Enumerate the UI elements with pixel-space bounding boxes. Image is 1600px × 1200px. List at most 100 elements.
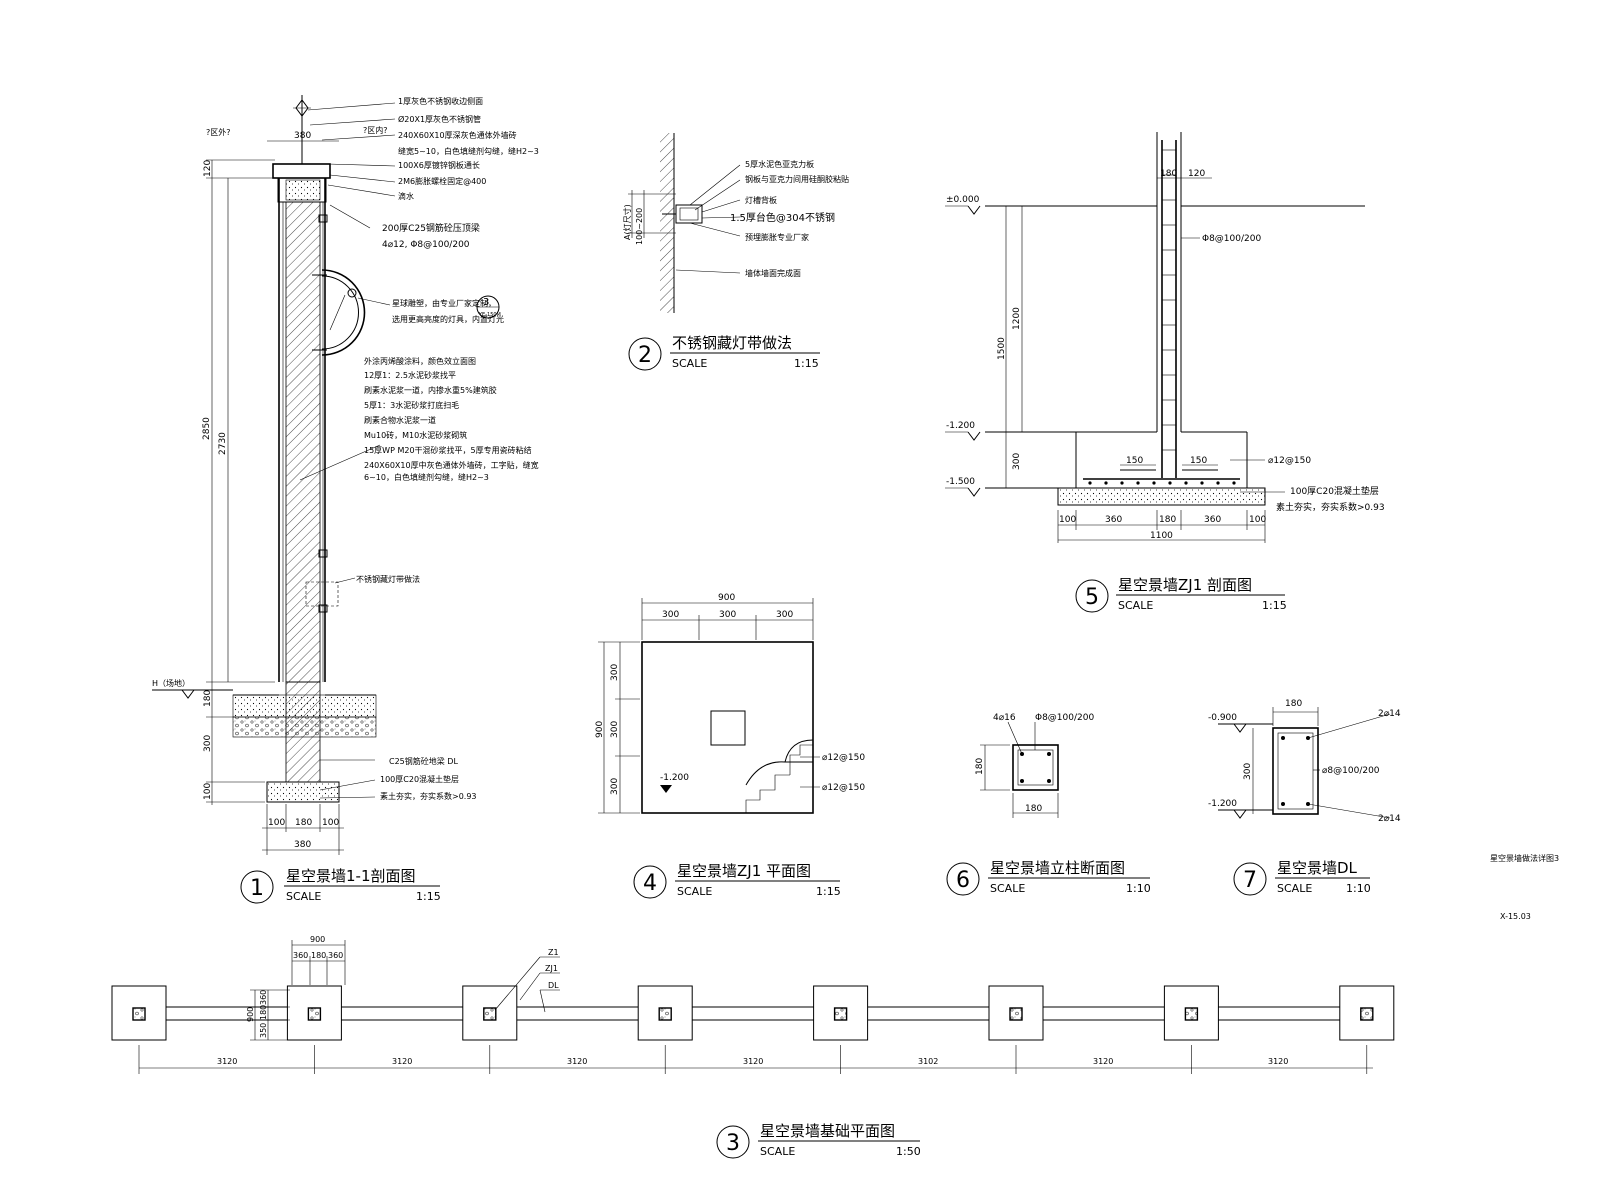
rebar-dot: [1088, 481, 1092, 485]
wall-note-5: 刷素合物水泥浆一道: [364, 415, 436, 425]
d2-note-5: 预埋膨胀专业厂家: [745, 232, 809, 242]
rebar-dot: [1152, 481, 1156, 485]
d4-dim-side-total: 900: [595, 721, 605, 738]
d3-tag-z1: Z1: [548, 948, 559, 957]
light-note-2: 选用更高亮度的灯具，内置灯光: [392, 314, 504, 324]
light-ref-sub: YE-150M: [478, 312, 501, 318]
d7-scale: 1:10: [1346, 882, 1371, 895]
d4-level: -1.200: [660, 773, 689, 783]
d7-num: 7: [1243, 868, 1257, 893]
d7-label-stirrup: ⌀8@100/200: [1322, 766, 1380, 776]
top-left-label: ?区外?: [206, 127, 231, 137]
found-note-3: 素土夯实，夯实系数>0.93: [380, 791, 477, 801]
sheet-code: X-15.03: [1500, 912, 1531, 921]
d5-bot-360b: 360: [1204, 515, 1221, 525]
d1-dim-bot-380: 380: [294, 840, 311, 850]
d1-dim-bot-180: 180: [295, 818, 312, 828]
wall-note-6: Mu10砖，M10水泥砂浆砌筑: [364, 430, 467, 440]
d3-top-360b: 360: [328, 951, 343, 960]
d3-num: 3: [726, 1131, 740, 1156]
note-cap-3: 240X60X10厚深灰色通体外墙砖: [398, 130, 517, 140]
d6-label-rebar: 4⌀16: [993, 713, 1016, 723]
d3-top-180: 180: [311, 951, 326, 960]
d7-scale-label: SCALE: [1277, 882, 1312, 895]
d4-scale-label: SCALE: [677, 885, 712, 898]
d7-label-bottom: 2⌀14: [1378, 814, 1401, 824]
footing: [1163, 985, 1219, 1041]
d5-inner-150b: 150: [1190, 456, 1207, 466]
d3-side-180: 180: [259, 1005, 268, 1020]
rebar-dot: [1104, 481, 1108, 485]
rebar-dot: [1232, 481, 1236, 485]
d1-dim-2730: 2730: [218, 432, 228, 455]
d3-span-2: 3120: [392, 1057, 412, 1066]
d5-bot-total: 1100: [1150, 531, 1173, 541]
d1-dim-2850: 2850: [202, 417, 212, 440]
d1-scale: 1:15: [416, 890, 441, 903]
d5-dim-300: 300: [1012, 453, 1022, 470]
d5-stirrup: Φ8@100/200: [1202, 234, 1261, 244]
d5-bot-180: 180: [1159, 515, 1176, 525]
d3-side-360: 360: [259, 990, 268, 1005]
detail-2-strip-light: A(灯尺寸) 100~200 5厚水泥色亚克力板 钢板与亚克力间用硅酮胶粘贴 灯…: [622, 133, 849, 371]
d4-dim-c: 300: [776, 610, 793, 620]
note-cap-1: 1厚灰色不锈钢收边侧面: [398, 96, 483, 106]
note-cap-2: Ø20X1厚灰色不锈钢管: [398, 114, 481, 124]
note-cap-6: 2M6膨胀螺栓固定@400: [398, 176, 486, 186]
d6-scale-label: SCALE: [990, 882, 1025, 895]
d2-dim-range: 100~200: [635, 208, 644, 245]
d3-span-1: 3120: [217, 1057, 237, 1066]
detail-7-beam: -0.900 -1.200 300 180 2⌀14 ⌀8@100/200 2⌀…: [1208, 699, 1401, 896]
d3-tag-zj1: ZJ1: [545, 964, 558, 973]
d5-inner-150a: 150: [1126, 456, 1143, 466]
d5-note-2: 素土夯实，夯实系数>0.93: [1276, 501, 1385, 513]
d3-span-7: 3120: [1268, 1057, 1288, 1066]
d4-dim-side-b: 300: [610, 721, 620, 738]
d5-dim-1500: 1500: [997, 337, 1007, 360]
d1-title: 星空景墙1-1剖面图: [286, 867, 416, 885]
d3-top-900: 900: [310, 935, 325, 944]
d6-dim-v: 180: [975, 758, 985, 775]
light-note-1: 星球雕塑，由专业厂家定制，: [392, 298, 496, 308]
d1-dim-120: 120: [203, 160, 213, 177]
d6-scale: 1:10: [1126, 882, 1151, 895]
d6-label-stirrup: Φ8@100/200: [1035, 713, 1094, 723]
sheet-name: 星空景墙做法详图3: [1490, 853, 1559, 863]
d2-note-4: 1.5厚台色@304不锈钢: [730, 211, 835, 224]
d3-span-4: 3120: [743, 1057, 763, 1066]
d1-num: 1: [250, 876, 264, 901]
light-ref-num: 3: [483, 297, 489, 308]
d4-dim-b: 300: [719, 610, 736, 620]
d2-scale-label: SCALE: [672, 357, 707, 370]
d5-title: 星空景墙ZJ1 剖面图: [1118, 576, 1252, 594]
d5-level-0: ±0.000: [946, 195, 980, 205]
d3-scale-label: SCALE: [760, 1145, 795, 1158]
d1-dim-180: 180: [203, 690, 213, 707]
d7-level-0: -0.900: [1208, 713, 1237, 723]
rebar-dot: [1216, 481, 1220, 485]
d3-span-3: 3120: [567, 1057, 587, 1066]
d6-dim-h: 180: [1025, 804, 1042, 814]
d7-label-top: 2⌀14: [1378, 709, 1401, 719]
d5-bot-100a: 100: [1059, 515, 1076, 525]
d5-bot-360a: 360: [1105, 515, 1122, 525]
note-cap-4: 缝宽5~10，白色填缝剂勾缝，缝H2~3: [398, 146, 539, 156]
footing: [637, 985, 693, 1041]
d7-dim-top: 180: [1285, 699, 1302, 709]
d1-dim-top-380: 380: [294, 131, 311, 141]
d6-title: 星空景墙立柱断面图: [990, 859, 1125, 877]
wall-note-2: 12厚1：2.5水泥砂浆找平: [364, 370, 456, 380]
d4-dim-total: 900: [718, 593, 735, 603]
d4-dim-side-a: 300: [610, 664, 620, 681]
wall-note-8: 240X60X10厚中灰色通体外墙砖，工字贴，缝宽: [364, 460, 539, 470]
d3-title: 星空景墙基础平面图: [760, 1122, 895, 1140]
detail-1-section: ?区外? ?区内?: [152, 95, 539, 904]
wall-note-9: 6~10，白色填缝剂勾缝，缝H2~3: [364, 472, 489, 482]
detail-6-column: 4⌀16 Φ8@100/200 180 180 6 星空景墙立柱断面图 SCAL…: [946, 713, 1151, 896]
beam-note-2: 4⌀12, Φ8@100/200: [382, 240, 470, 250]
rebar-dot: [1168, 481, 1172, 485]
detail-5-section: ±0.000 ⌀12@150 150 150 -1.200 -1.500 150…: [945, 132, 1385, 613]
d5-num: 5: [1085, 585, 1099, 610]
d5-dim-1200: 1200: [1012, 307, 1022, 330]
